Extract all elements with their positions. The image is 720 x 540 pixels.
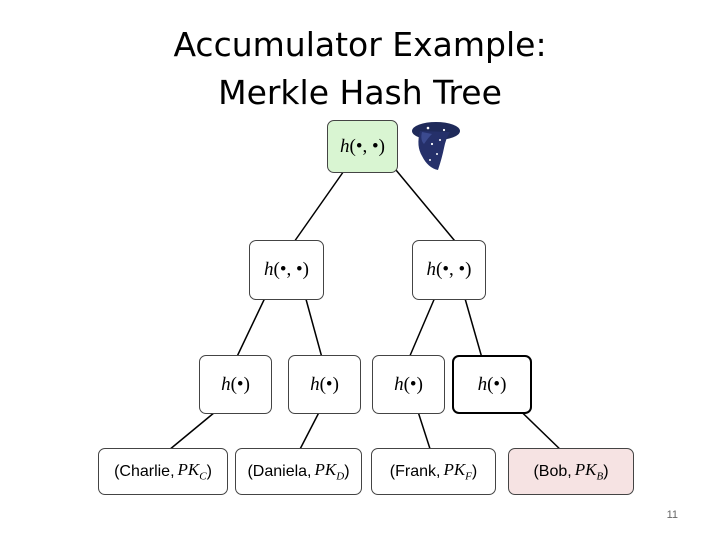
internal-right-fn: h xyxy=(426,259,437,280)
internal-hash-node-right: h(•, •) xyxy=(412,240,486,300)
leaf-charlie-name: (Charlie, xyxy=(114,462,175,480)
hash3-fn: h xyxy=(394,373,404,395)
slide-title-line1: Accumulator Example: xyxy=(173,25,547,64)
leaf-daniela-name: (Daniela, xyxy=(247,462,312,480)
leaf-charlie: (Charlie, PKC) xyxy=(98,448,228,495)
leaf-charlie-close: ) xyxy=(206,462,212,480)
internal-left-args: (•, •) xyxy=(273,259,309,280)
leaf-daniela: (Daniela, PKD) xyxy=(235,448,362,495)
leaf-daniela-sub: D xyxy=(336,470,345,483)
leaf-frank-sub: F xyxy=(465,470,472,483)
hash1-args: (•) xyxy=(230,373,250,395)
edge-root-right xyxy=(385,157,465,253)
leaf-daniela-close: ) xyxy=(344,462,350,480)
slide-title-line2: Merkle Hash Tree xyxy=(218,73,502,112)
hash4-args: (•) xyxy=(487,373,507,395)
leaf-frank: (Frank, PKF) xyxy=(371,448,496,495)
wizard-hat-icon xyxy=(412,122,460,170)
root-hash-fn: h xyxy=(340,135,350,157)
leaf-daniela-pk: PK xyxy=(314,460,337,480)
hash4-fn: h xyxy=(477,373,488,395)
leaf-frank-close: ) xyxy=(471,462,478,480)
internal-right-args: (•, •) xyxy=(436,259,472,280)
leaf-bob-pk: PK xyxy=(574,460,597,480)
hash1-fn: h xyxy=(221,373,231,395)
leaf-frank-pk: PK xyxy=(443,460,466,480)
edge-root-left xyxy=(286,157,354,253)
leaf-hash-node-3: h(•) xyxy=(372,355,445,414)
root-hash-node: h(•, •) xyxy=(327,120,398,173)
leaf-bob-name: (Bob, xyxy=(533,462,572,480)
leaf-bob: (Bob, PKB) xyxy=(508,448,634,495)
leaf-frank-name: (Frank, xyxy=(389,462,441,480)
internal-hash-node-left: h(•, •) xyxy=(249,240,324,300)
page-number: 11 xyxy=(666,509,678,521)
internal-left-fn: h xyxy=(264,259,274,280)
leaf-bob-close: ) xyxy=(603,462,609,480)
leaf-hash-node-1: h(•) xyxy=(199,355,272,414)
leaf-charlie-pk: PK xyxy=(177,460,200,480)
hash3-args: (•) xyxy=(403,373,423,395)
hash2-fn: h xyxy=(310,373,320,395)
leaf-hash-node-2: h(•) xyxy=(288,355,361,414)
leaf-bob-sub: B xyxy=(596,470,604,483)
hash2-args: (•) xyxy=(319,373,339,395)
root-hash-args: (•, •) xyxy=(349,135,385,157)
leaf-charlie-sub: C xyxy=(199,470,207,483)
leaf-hash-node-4: h(•) xyxy=(452,355,532,414)
